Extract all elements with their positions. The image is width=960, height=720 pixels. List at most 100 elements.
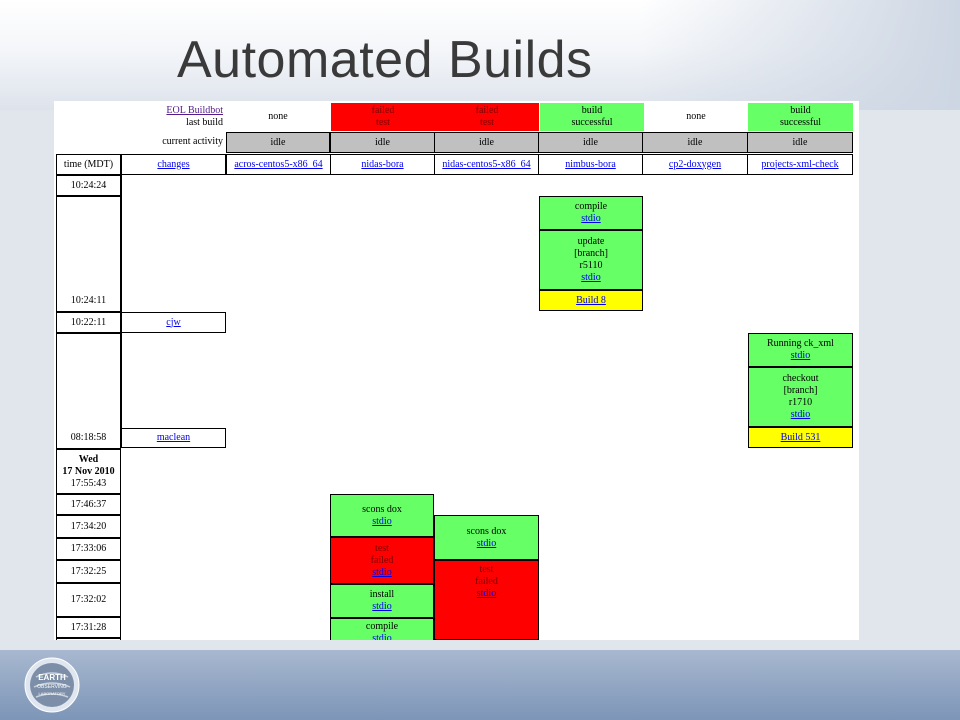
activity-cp2: idle [642, 132, 748, 153]
slide-title: Automated Builds [177, 31, 593, 89]
stdio-link[interactable]: stdio [476, 537, 497, 549]
time-text: 08:18:58 [70, 432, 107, 443]
last-build-step: successful [571, 117, 613, 128]
last-build-nimbus-bora: build successful [540, 103, 644, 131]
step-name: scons dox [362, 503, 402, 515]
time-text: 17:33:06 [70, 543, 107, 554]
time-cell: 17:32:25 [56, 560, 121, 583]
step-name: checkout [782, 373, 819, 384]
eol-buildbot-link[interactable]: EOL Buildbot [166, 105, 223, 116]
step-branch: [branch] [574, 248, 608, 259]
stdio-link[interactable]: stdio [372, 566, 392, 578]
activity-projects-xml: idle [747, 132, 853, 153]
step-branch: [branch] [783, 385, 818, 396]
header-band-shade [640, 0, 960, 110]
time-column-header: time (MDT) [56, 154, 121, 175]
change-cell: maclean [121, 428, 226, 448]
change-author-link[interactable]: maclean [156, 432, 191, 443]
build-link[interactable]: Build 8 [576, 294, 606, 306]
time-cell: 17:31:28 [56, 617, 121, 638]
step-name: test [479, 564, 494, 575]
build-label: Build 531 [748, 427, 853, 448]
buildbot-header: EOL Buildbot last build [121, 103, 225, 131]
last-build-step: successful [779, 117, 822, 128]
changes-divider [121, 333, 122, 428]
step-checkout: checkout [branch] r1710 stdio [748, 367, 853, 427]
stdio-link[interactable]: stdio [581, 272, 601, 283]
step-scons-dox: scons dox stdio [434, 515, 539, 560]
step-result: failed [370, 554, 394, 566]
last-build-cp2: none [644, 103, 748, 131]
builder-link[interactable]: cp2-doxygen [668, 158, 722, 170]
builder-link[interactable]: projects-xml-check [761, 158, 839, 170]
last-build-status: build [790, 105, 811, 116]
builder-header-nidas-centos: nidas-centos5-x86_64 [434, 154, 539, 175]
last-build-projects-xml: build successful [748, 103, 853, 131]
step-name: test [375, 542, 389, 554]
builder-link[interactable]: nidas-centos5-x86_64 [442, 158, 531, 170]
time-text: 17:31:28 [70, 621, 107, 633]
builder-header-nidas-bora: nidas-bora [330, 154, 435, 175]
changes-column-header: changes [121, 154, 226, 175]
time-text: 17:32:25 [70, 565, 107, 577]
step-update: update [branch] r5110 stdio [539, 230, 643, 290]
stdio-link[interactable]: stdio [372, 515, 392, 527]
time-text: 10:24:24 [70, 179, 107, 191]
time-cell [56, 638, 121, 640]
time-text: 17:32:02 [70, 594, 107, 605]
stdio-link[interactable]: stdio [372, 633, 392, 640]
last-build-acros: none [226, 103, 330, 131]
builder-header-acros: acros-centos5-x86_64 [226, 154, 331, 175]
stdio-link[interactable]: stdio [790, 409, 811, 420]
step-test-failed: test failed stdio [330, 537, 434, 584]
earth-observing-laboratory-logo: EARTH OBSERVING LABORATORY [24, 657, 80, 713]
activity-text: idle [792, 136, 808, 148]
step-compile: compile stdio [539, 196, 643, 230]
last-build-status: failed [475, 105, 499, 116]
build-label: Build 8 [539, 290, 643, 311]
step-name: Running ck_xml [767, 338, 834, 349]
date-full: 17 Nov 2010 [62, 465, 115, 477]
date-day: Wed [78, 453, 99, 465]
svg-text:LABORATORY: LABORATORY [39, 691, 66, 696]
stdio-link[interactable]: stdio [372, 601, 392, 612]
time-text: 10:22:11 [70, 316, 107, 328]
time-cell: 08:18:58 [56, 333, 121, 449]
activity-text: idle [479, 136, 494, 148]
step-running: Running ck_xml stdio [748, 333, 853, 367]
step-name: update [577, 236, 605, 247]
last-build-step: test [376, 117, 390, 128]
changes-link[interactable]: changes [157, 158, 190, 170]
step-test-failed: test failed stdio [434, 560, 539, 640]
step-revision: r1710 [788, 397, 813, 408]
builder-header-projects-xml: projects-xml-check [747, 154, 853, 175]
last-build-step: test [480, 117, 494, 128]
activity-acros: idle [226, 132, 330, 153]
step-name: compile [574, 201, 608, 212]
change-cell: cjw [121, 312, 226, 333]
build-link[interactable]: Build 531 [780, 431, 821, 443]
stdio-link[interactable]: stdio [476, 588, 497, 599]
builder-link[interactable]: acros-centos5-x86_64 [234, 158, 323, 170]
time-cell: 17:33:06 [56, 538, 121, 560]
builder-link[interactable]: nimbus-bora [565, 158, 616, 170]
step-scons-dox: scons dox stdio [330, 494, 434, 537]
step-name: scons dox [466, 525, 507, 537]
stdio-link[interactable]: stdio [790, 350, 811, 361]
step-name: install [369, 589, 395, 600]
builder-link[interactable]: nidas-bora [361, 158, 404, 170]
svg-text:EARTH: EARTH [38, 673, 66, 682]
stdio-link[interactable]: stdio [581, 213, 601, 224]
builder-header-nimbus-bora: nimbus-bora [538, 154, 643, 175]
time-cell: 10:24:11 [56, 196, 121, 312]
step-install: install stdio [330, 584, 434, 618]
activity-nidas-bora: idle [330, 132, 435, 153]
footer-band [0, 650, 960, 720]
time-cell: 17:46:37 [56, 494, 121, 515]
last-build-label: last build [186, 117, 223, 128]
change-author-link[interactable]: cjw [166, 316, 181, 328]
activity-text: idle [375, 136, 390, 148]
activity-text: idle [583, 136, 598, 148]
last-build-status: none [686, 111, 706, 122]
time-cell: 10:22:11 [56, 312, 121, 333]
